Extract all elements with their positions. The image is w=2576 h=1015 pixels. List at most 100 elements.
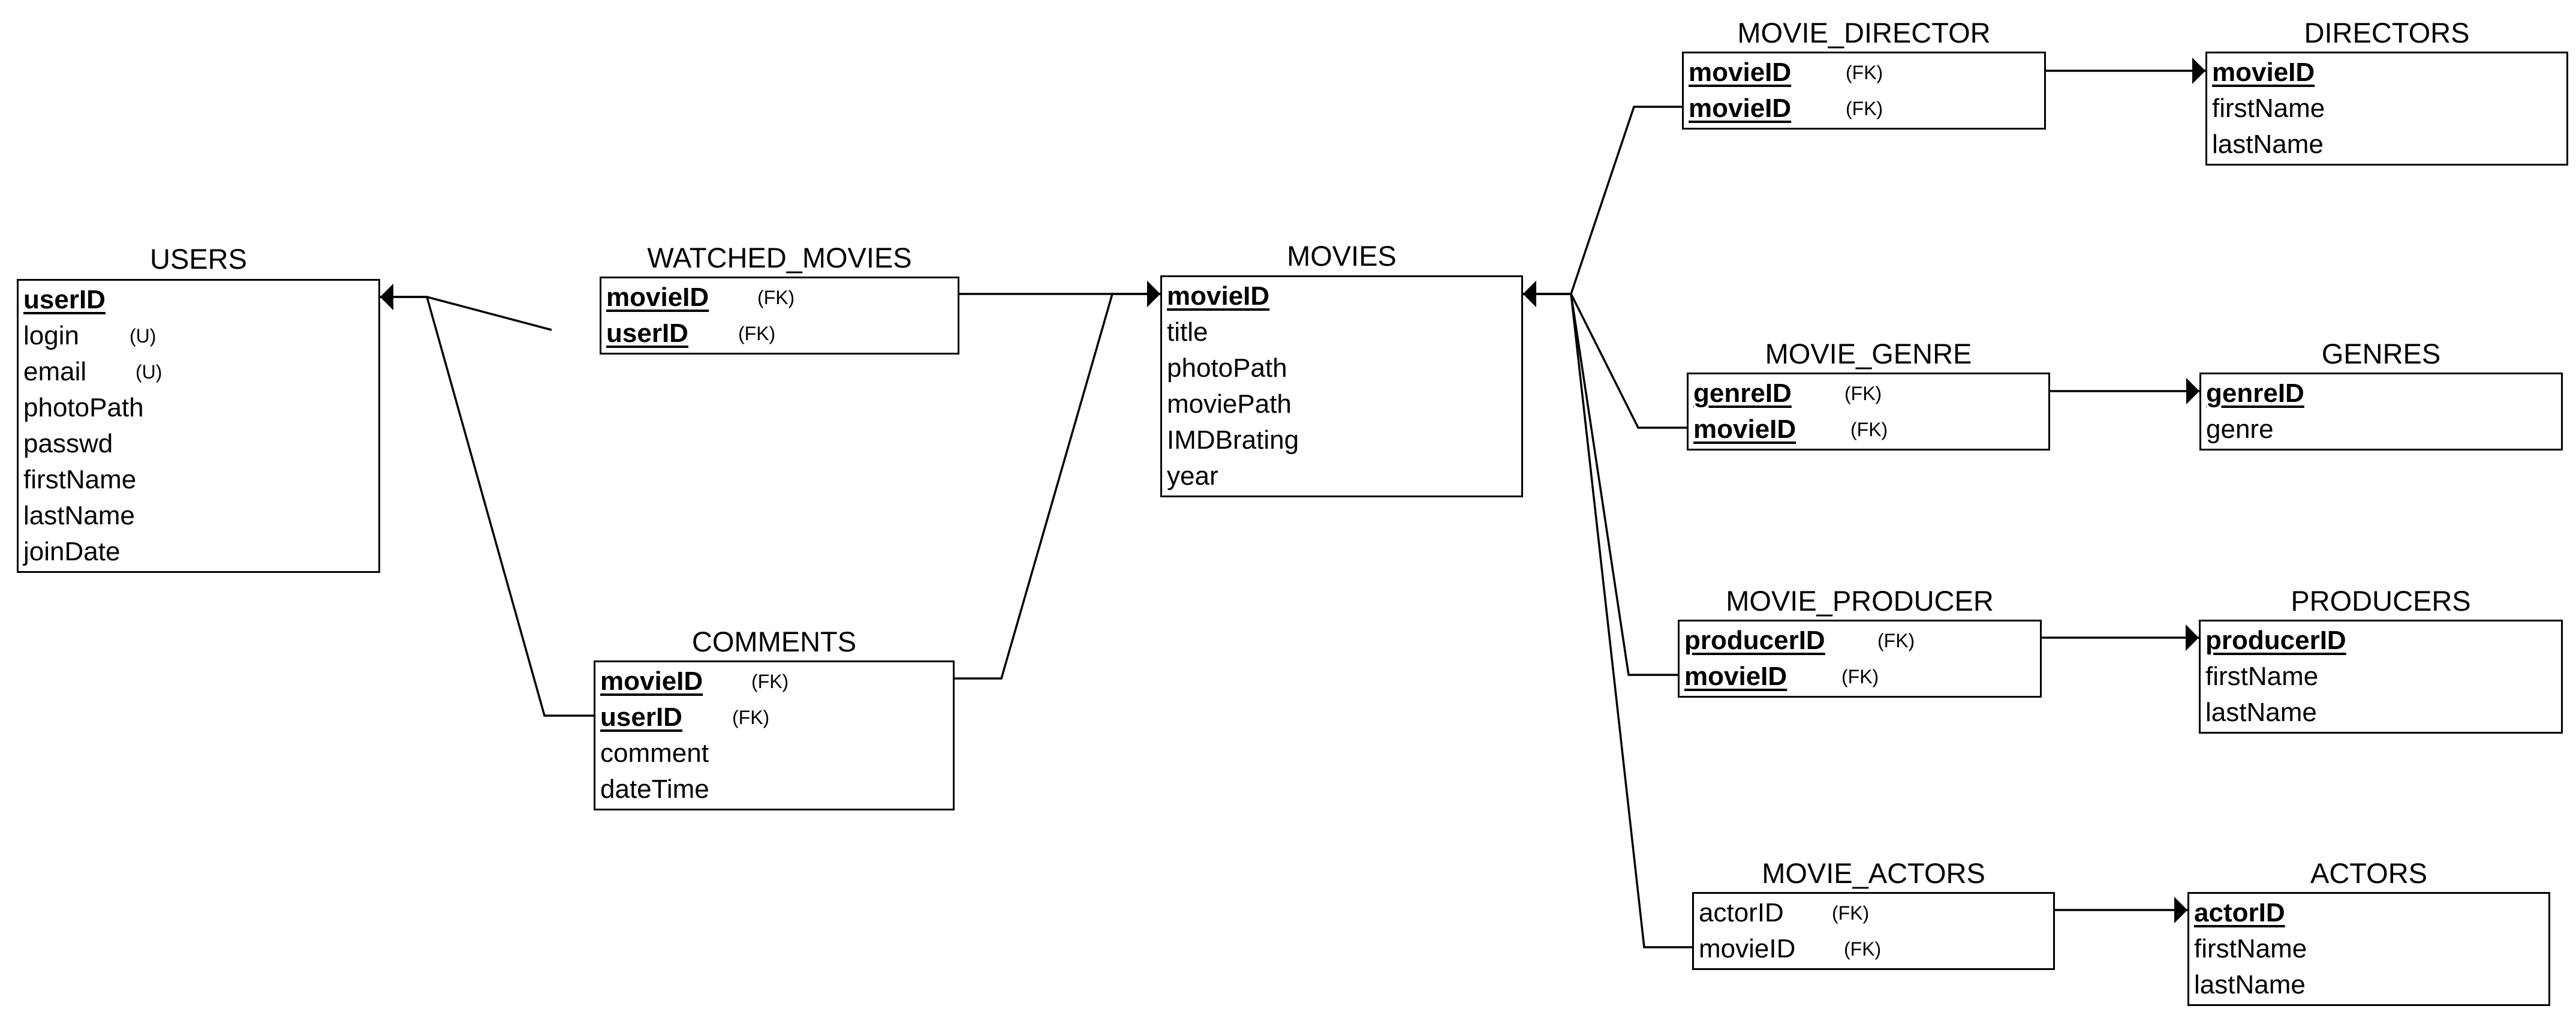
column-name: photoPath — [1167, 353, 1287, 383]
column-name: firstName — [2212, 94, 2325, 123]
table-title-genres: GENRES — [2321, 338, 2441, 370]
column-row: firstName — [2201, 659, 2561, 695]
column-row: movieID (FK) — [1680, 659, 2040, 695]
column-row: photoPath — [19, 390, 378, 426]
column-name: joinDate — [23, 537, 121, 566]
column-row: movieID (FK) — [1694, 931, 2053, 967]
column-row: lastName — [19, 498, 378, 534]
column-name: moviePath — [1167, 389, 1292, 419]
column-row: IMDBrating — [1162, 422, 1521, 458]
column-name: firstName — [23, 465, 137, 494]
column-row: userID (FK) — [601, 316, 958, 352]
column-constraint-tag: (FK) — [1841, 666, 1879, 687]
table-title-movie-director: MOVIE_DIRECTOR — [1737, 17, 1991, 49]
arrowhead-icon — [1147, 281, 1160, 307]
column-name: passwd — [23, 429, 113, 458]
column-row: genreID (FK) — [1689, 376, 2048, 412]
column-row: year — [1162, 458, 1521, 494]
column-name: title — [1167, 317, 1208, 347]
column-name: userID — [606, 319, 688, 348]
column-constraint-tag: (FK) — [1844, 938, 1882, 960]
column-name: movieID — [1684, 662, 1787, 691]
table-directors: movieID firstName lastName — [2205, 52, 2568, 166]
column-name: genreID — [2206, 379, 2304, 408]
column-row: lastName — [2201, 695, 2561, 731]
column-name: actorID — [1699, 898, 1784, 927]
table-title-movies: MOVIES — [1287, 240, 1397, 272]
arrowhead-icon — [2186, 624, 2199, 651]
relationship-line-watched-to-users — [380, 296, 552, 331]
relationship-line-movie-actors-to-movies — [1523, 293, 1692, 948]
column-row: producerID — [2201, 623, 2561, 659]
column-row: firstName — [2189, 931, 2548, 967]
table-title-watched: WATCHED_MOVIES — [647, 242, 912, 274]
column-name: dateTime — [600, 774, 709, 804]
table-title-movie-genre: MOVIE_GENRE — [1765, 338, 1972, 370]
column-name: genreID — [1693, 379, 1792, 408]
arrowhead-icon — [2186, 378, 2199, 404]
column-row: actorID — [2189, 895, 2548, 931]
column-row: movieID (FK) — [1684, 55, 2044, 91]
column-row: photoPath — [1162, 350, 1521, 386]
column-row: email(U) — [19, 354, 378, 390]
column-constraint-tag: (FK) — [1877, 630, 1915, 651]
column-name: movieID — [1699, 934, 1796, 963]
column-constraint-tag: (FK) — [1846, 98, 1883, 119]
column-constraint-tag: (FK) — [1846, 62, 1883, 83]
table-actors: actorID firstName lastName — [2187, 892, 2550, 1006]
column-row: movieID (FK) — [1684, 91, 2044, 127]
column-constraint-tag: (FK) — [738, 323, 776, 344]
column-name: year — [1167, 461, 1218, 491]
column-row: movieID (FK) — [595, 663, 953, 699]
column-row: genreID — [2201, 376, 2561, 412]
column-row: lastName — [2207, 127, 2566, 163]
column-name: producerID — [2205, 626, 2346, 655]
column-name: producerID — [1684, 626, 1825, 655]
column-name: movieID — [1689, 58, 1792, 87]
column-row: movieID — [2207, 55, 2566, 91]
column-row: userID(FK) — [595, 699, 953, 735]
column-row: movieID — [1162, 278, 1521, 314]
column-name: movieID — [1693, 415, 1796, 444]
table-title-users: USERS — [150, 243, 247, 275]
column-name: photoPath — [23, 393, 144, 422]
column-constraint-tag: (FK) — [1844, 383, 1882, 404]
column-row: passwd — [19, 426, 378, 462]
column-constraint-tag: (FK) — [757, 287, 795, 308]
column-name: login — [23, 321, 79, 350]
arrowhead-icon — [1523, 281, 1536, 307]
table-movie-actors: actorID (FK)movieID (FK) — [1692, 892, 2055, 970]
table-title-movie-actors: MOVIE_ACTORS — [1762, 857, 1985, 889]
column-constraint-tag: (FK) — [1850, 419, 1888, 440]
relationship-line-comments-to-users — [380, 296, 594, 717]
column-row: title — [1162, 314, 1521, 350]
column-row: moviePath — [1162, 386, 1521, 422]
table-title-actors: ACTORS — [2310, 857, 2427, 889]
column-name: lastName — [23, 501, 135, 530]
column-name: userID — [600, 702, 682, 732]
column-row: firstName — [2207, 91, 2566, 127]
column-name: lastName — [2212, 130, 2324, 159]
arrowhead-icon — [380, 284, 393, 310]
column-name: firstName — [2194, 934, 2307, 963]
column-name: lastName — [2194, 970, 2306, 999]
column-row: firstName — [19, 462, 378, 498]
column-name: movieID — [606, 283, 709, 312]
column-name: movieID — [600, 666, 703, 696]
column-name: IMDBrating — [1167, 425, 1299, 455]
column-name: movieID — [1167, 281, 1270, 311]
table-movie-genre: genreID (FK) movieID (FK) — [1687, 373, 2050, 451]
column-row: dateTime — [595, 771, 953, 807]
table-title-producers: PRODUCERS — [2291, 585, 2471, 617]
column-name: movieID — [1689, 94, 1792, 123]
relationship-line-movie-genre-to-movies — [1523, 293, 1687, 429]
table-watched: movieID (FK) userID (FK) — [600, 277, 959, 355]
column-constraint-tag: (FK) — [751, 671, 789, 692]
column-row: joinDate — [19, 534, 378, 570]
column-row: movieID (FK) — [1689, 412, 2048, 448]
